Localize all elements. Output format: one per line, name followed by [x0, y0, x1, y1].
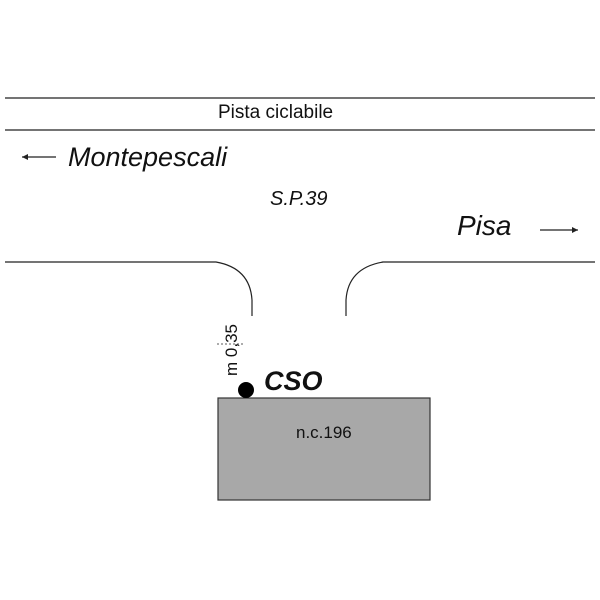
- road-label: S.P.39: [270, 188, 328, 210]
- road-edge-left: [5, 261, 253, 316]
- pisa-label: Pisa: [457, 210, 512, 241]
- cso-point-marker: [238, 382, 254, 398]
- arrow-right-head: [572, 227, 578, 233]
- cso-label: CSO: [264, 366, 323, 396]
- building: [217, 397, 431, 501]
- building-number-label: n.c.196: [296, 423, 352, 442]
- measurement-label: m 0,35: [222, 324, 241, 376]
- montepescali-label: Montepescali: [68, 142, 228, 172]
- road-edge-right: [345, 261, 595, 316]
- bike-lane-label: Pista ciclabile: [218, 102, 334, 123]
- arrow-left-head: [22, 154, 28, 160]
